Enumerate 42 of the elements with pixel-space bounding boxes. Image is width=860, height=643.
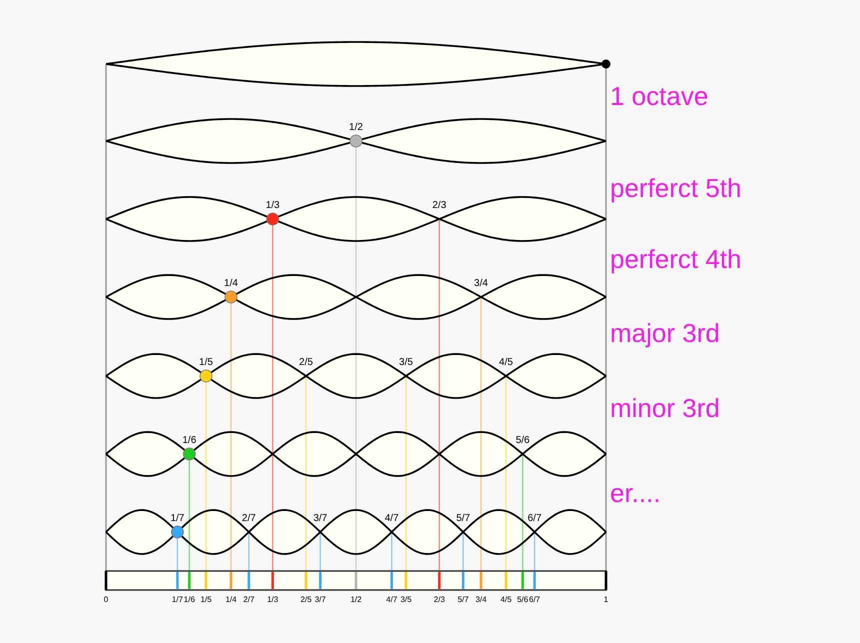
scale-tick-label: 1/5 — [200, 596, 212, 604]
fraction-label: 5/6 — [516, 436, 530, 446]
interval-label: perferct 4th — [610, 246, 742, 272]
fraction-label: 3/5 — [399, 358, 413, 368]
fraction-label: 5/7 — [456, 514, 470, 524]
scale-tick-label: 6/7 — [529, 596, 540, 604]
fraction-label: 2/7 — [242, 514, 256, 524]
scale-tick-label: 2/5 — [300, 596, 312, 604]
fraction-label: 1/7 — [170, 514, 184, 524]
scale-tick-label: 1/3 — [267, 596, 278, 604]
scale-tick-label: 1/2 — [350, 596, 362, 604]
scale-tick-label: 0 — [104, 596, 108, 604]
interval-label: er.... — [610, 480, 661, 506]
fraction-label: 4/7 — [384, 514, 399, 524]
fraction-label: 2/3 — [432, 201, 446, 211]
fraction-label: 1/3 — [266, 201, 280, 211]
fraction-label: 1/5 — [199, 358, 213, 368]
fraction-label: 6/7 — [528, 514, 542, 524]
scale-tick-label: 3/4 — [475, 596, 487, 604]
interval-label: minor 3rd — [610, 395, 720, 421]
scale-tick-label: 1/7 — [172, 596, 183, 604]
scale-tick-label: 1/6 — [184, 596, 195, 604]
fraction-label: 2/5 — [299, 358, 313, 368]
fraction-label: 4/5 — [499, 358, 513, 368]
scale-tick-label: 4/5 — [500, 596, 512, 604]
scale-tick-label: 3/7 — [314, 596, 326, 604]
interval-label: 1 octave — [610, 83, 708, 109]
scale-tick-label: 1 — [604, 596, 608, 604]
fraction-label: 1/6 — [182, 436, 196, 446]
scale-tick-label: 5/7 — [458, 596, 469, 604]
scale-tick-label: 4/7 — [386, 596, 398, 604]
scale-tick-label: 2/3 — [434, 596, 445, 604]
scale-tick-label: 1/4 — [225, 596, 237, 604]
interval-label: perferct 5th — [610, 175, 742, 201]
fraction-label: 1/2 — [349, 123, 363, 133]
scale-tick-label: 5/6 — [517, 596, 528, 604]
interval-label: major 3rd — [610, 320, 720, 346]
scale-tick-label: 3/5 — [400, 596, 412, 604]
scale-tick-label: 2/7 — [243, 596, 254, 604]
fraction-label: 1/4 — [224, 279, 238, 289]
fraction-label: 3/7 — [313, 514, 328, 524]
fraction-label: 3/4 — [474, 279, 488, 289]
